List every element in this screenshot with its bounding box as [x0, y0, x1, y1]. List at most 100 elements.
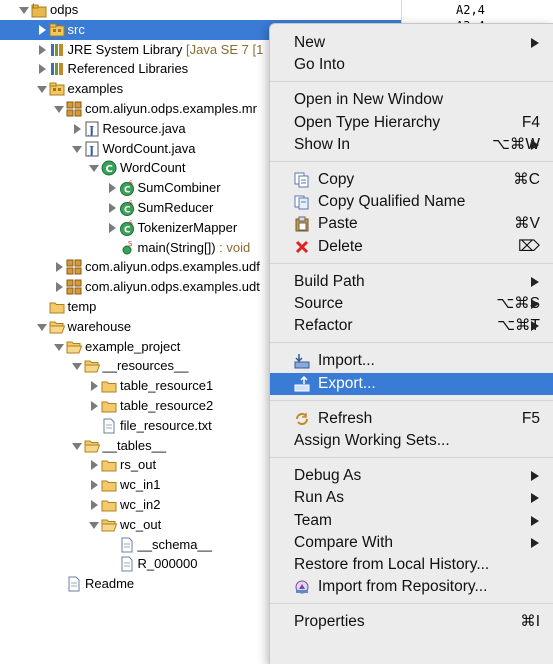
tree-expanded-toggle[interactable]: [54, 99, 64, 119]
tree-item-label: file_resource.txt: [120, 417, 212, 433]
menu-item-assign-working-sets[interactable]: Assign Working Sets...: [270, 430, 553, 452]
tree-expanded-toggle[interactable]: [71, 356, 82, 376]
menu-item-new[interactable]: New: [270, 32, 553, 54]
svg-text:S: S: [129, 220, 133, 227]
tree-collapsed-toggle[interactable]: [107, 198, 117, 218]
tree-collapsed-toggle[interactable]: [107, 218, 117, 238]
tree-collapsed-toggle[interactable]: [89, 455, 99, 475]
tree-item[interactable]: JRE System Library [Java SE 7 [1: [0, 40, 401, 60]
tree-item-label: Referenced Libraries: [67, 61, 189, 77]
tree-item-label: TokenizerMapper: [137, 219, 238, 235]
menu-item-source[interactable]: Source⌥⌘S: [270, 293, 553, 315]
tree-collapsed-toggle[interactable]: [37, 59, 47, 79]
submenu-arrow-icon: [531, 537, 539, 548]
tree-collapsed-toggle[interactable]: [89, 475, 99, 495]
tree-expanded-toggle[interactable]: [71, 139, 82, 159]
tree-item[interactable]: __schema__: [0, 535, 401, 555]
tree-item[interactable]: com.aliyun.odps.examples.mr: [0, 99, 401, 119]
menu-item-build-path[interactable]: Build Path: [270, 271, 553, 293]
menu-item-open-in-new-window[interactable]: Open in New Window: [270, 89, 553, 111]
tree-item[interactable]: Readme: [0, 574, 401, 594]
tree-expanded-toggle[interactable]: [36, 79, 47, 99]
menu-item-delete[interactable]: Delete⌦: [270, 236, 553, 258]
tree-expanded-toggle[interactable]: [89, 158, 99, 178]
tree-collapsed-toggle[interactable]: [89, 376, 99, 396]
menu-item-paste[interactable]: Paste⌘V: [270, 213, 553, 235]
tree-item[interactable]: wc_in2: [0, 495, 401, 515]
tree-collapsed-toggle[interactable]: [54, 277, 64, 297]
tree-item[interactable]: table_resource1: [0, 376, 401, 396]
tree-collapsed-toggle[interactable]: [37, 40, 47, 60]
library-icon: [49, 61, 65, 77]
tree-item[interactable]: __tables__: [0, 436, 401, 456]
menu-item-copy[interactable]: Copy⌘C: [270, 169, 553, 191]
tree-item[interactable]: wc_in1: [0, 475, 401, 495]
tree-item[interactable]: warehouse: [0, 317, 401, 337]
tree-collapsed-toggle[interactable]: [107, 178, 117, 198]
menu-item-shortcut: F5: [521, 409, 540, 427]
menu-item-show-in[interactable]: Show In⌥⌘W: [270, 134, 553, 156]
tree-item[interactable]: Referenced Libraries: [0, 59, 401, 79]
tree-expanded-toggle[interactable]: [71, 436, 82, 456]
tree-expanded-toggle[interactable]: [89, 515, 99, 535]
tree-collapsed-toggle[interactable]: [89, 396, 99, 416]
menu-item-go-into[interactable]: Go Into: [270, 54, 553, 76]
menu-item-properties[interactable]: Properties⌘I: [270, 611, 553, 633]
folder-icon: [101, 398, 117, 414]
tree-expanded-toggle[interactable]: [54, 337, 64, 357]
menu-item-restore-from-local-history[interactable]: Restore from Local History...: [270, 554, 553, 576]
menu-item-debug-as[interactable]: Debug As: [270, 465, 553, 487]
editor-line: A2,4: [456, 3, 485, 17]
tree-item[interactable]: wc_out: [0, 515, 401, 535]
menu-separator: [270, 342, 553, 344]
tree-item[interactable]: temp: [0, 297, 401, 317]
menu-item-shortcut: ⌘I: [520, 613, 540, 631]
menu-item-run-as[interactable]: Run As: [270, 487, 553, 509]
menu-item-import[interactable]: Import...: [270, 350, 553, 372]
tree-item[interactable]: com.aliyun.odps.examples.udf: [0, 257, 401, 277]
tree-collapsed-toggle[interactable]: [72, 119, 82, 139]
menu-item-compare-with[interactable]: Compare With: [270, 532, 553, 554]
svg-text:S: S: [128, 240, 133, 248]
file-icon: [66, 576, 82, 592]
tree-item-label: SumCombiner: [137, 180, 221, 196]
menu-item-export[interactable]: Export...: [270, 372, 553, 395]
tree-item[interactable]: R_000000: [0, 554, 401, 574]
menu-item-refactor[interactable]: Refactor⌥⌘T: [270, 315, 553, 337]
tree-item[interactable]: file_resource.txt: [0, 416, 401, 436]
menu-item-label: Team: [294, 511, 332, 529]
tree-collapsed-toggle[interactable]: [89, 495, 99, 515]
tree-item[interactable]: com.aliyun.odps.examples.udt: [0, 277, 401, 297]
menu-item-copy-qualified-name[interactable]: Copy Qualified Name: [270, 191, 553, 213]
tree-expanded-toggle[interactable]: [36, 317, 47, 337]
tree-expanded-toggle[interactable]: [19, 0, 29, 20]
tree-item[interactable]: examples: [0, 79, 401, 99]
tree-item-label: warehouse: [67, 318, 132, 334]
submenu-arrow-icon: [531, 515, 539, 526]
tree-item[interactable]: rs_out: [0, 455, 401, 475]
menu-item-label: Refactor: [294, 317, 353, 335]
menu-item-import-from-repository[interactable]: Import from Repository...: [270, 576, 553, 598]
repository-icon: [294, 579, 310, 595]
menu-separator: [270, 399, 553, 401]
tree-item-label: example_project: [85, 338, 181, 354]
tree-item[interactable]: example_project: [0, 337, 401, 357]
tree-item[interactable]: __resources__: [0, 356, 401, 376]
menu-separator: [270, 603, 553, 605]
menu-item-team[interactable]: Team: [270, 510, 553, 532]
svg-text:S: S: [129, 180, 133, 187]
tree-item[interactable]: table_resource2: [0, 396, 401, 416]
tree-collapsed-toggle[interactable]: [54, 257, 64, 277]
menu-item-label: Export...: [318, 374, 376, 392]
tree-collapsed-toggle[interactable]: [37, 20, 47, 40]
